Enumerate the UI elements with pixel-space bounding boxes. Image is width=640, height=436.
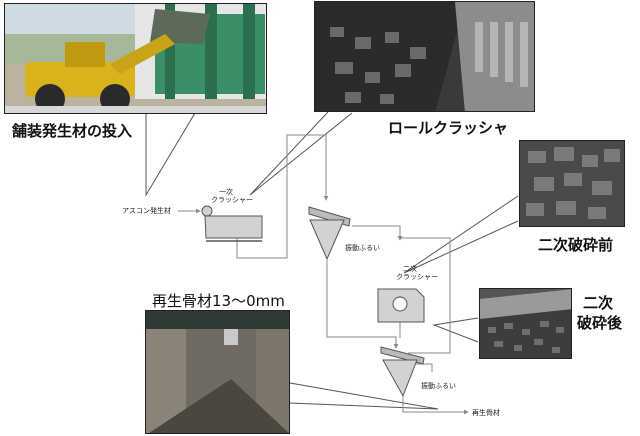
label-primary-crusher-1: 一次 [219, 188, 233, 196]
label-recycled-aggregate: 再生骨材 [472, 409, 500, 417]
callout-before-secondary [403, 195, 519, 274]
label-secondary-crusher-1: 二次 [403, 265, 417, 273]
label-primary-crusher-2: クラッシャー [211, 196, 253, 204]
loader-photo [4, 3, 267, 114]
caption-recycled-aggregate-size: 再生骨材13〜0mm [152, 292, 285, 310]
caption-before-secondary: 二次破砕前 [538, 236, 614, 254]
callout-lines [145, 111, 519, 410]
flow-lines [178, 134, 469, 415]
callout-after-secondary [432, 317, 479, 343]
recycled-aggregate-photo [145, 310, 290, 434]
callout-roll-crusher [249, 111, 353, 196]
primary-crusher [201, 205, 263, 242]
after-secondary-photo [479, 288, 572, 359]
caption-after-secondary-1: 二次 [583, 294, 614, 312]
caption-after-secondary-2: 破砕後 [577, 314, 623, 332]
label-vibrating-screen-2: 振動ふるい [421, 382, 456, 390]
vibrating-screen-2 [380, 346, 425, 398]
secondary-crusher [377, 288, 425, 323]
caption-paving-input: 舗装発生材の投入 [12, 122, 133, 140]
roll-crusher-photo [314, 1, 535, 112]
label-secondary-crusher-2: クラッシャー [396, 273, 438, 281]
before-secondary-photo [519, 140, 625, 227]
callout-recycled-aggregate [289, 382, 439, 410]
caption-roll-crusher: ロールクラッシャ [388, 119, 509, 137]
callout-paving-input [145, 112, 196, 197]
label-ascon-waste: アスコン発生材 [122, 207, 171, 215]
label-vibrating-screen-1: 振動ふるい [345, 244, 380, 252]
vibrating-screen-1 [308, 206, 351, 261]
